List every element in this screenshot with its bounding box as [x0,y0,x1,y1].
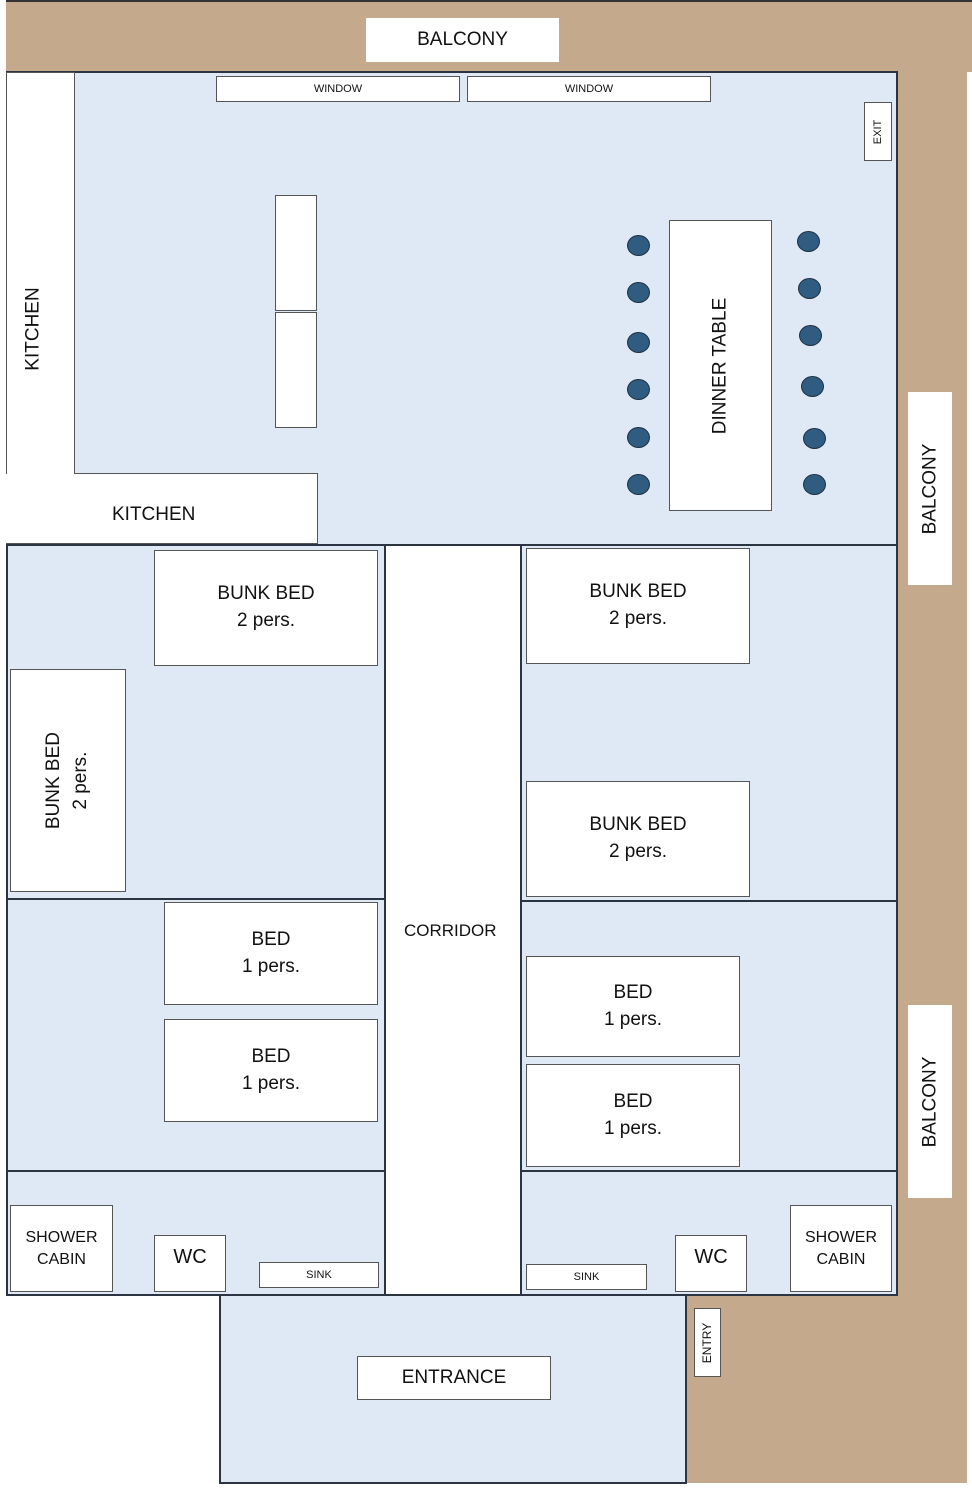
chair [797,231,820,252]
kitchen-label-horizontal: KITCHEN [112,504,196,525]
balcony-label-right-1: BALCONY [908,392,952,585]
kitchen-joint [7,470,74,476]
chair [627,427,650,448]
corridor [384,544,522,1296]
chair [627,235,650,256]
exit-door[interactable]: EXIT [864,102,892,161]
dinner-table: DINNER TABLE [669,220,772,511]
wc-right: WC [675,1235,747,1292]
balcony-label-right-2: BALCONY [908,1005,952,1198]
chair [803,474,826,495]
kitchen-island-2 [275,312,317,428]
chair [627,379,650,400]
sink-left: SINK [259,1262,379,1288]
corridor-label: CORRIDOR [404,921,497,940]
chair [801,376,824,397]
entrance-label: ENTRANCE [357,1356,551,1400]
window-2: WINDOW [467,76,711,102]
kitchen-island-1 [275,195,317,311]
sink-right: SINK [526,1264,647,1290]
chair [799,325,822,346]
chair [627,282,650,303]
chair [627,332,650,353]
balcony-area-bottom [686,1295,967,1483]
chair [627,474,650,495]
chair [798,278,821,299]
entry-door[interactable]: ENTRY [694,1308,721,1377]
balcony-label-top: BALCONY [366,18,559,62]
window-1: WINDOW [216,76,460,102]
kitchen-label-vertical: KITCHEN [22,287,44,371]
chair [803,428,826,449]
kitchen-counter-horizontal [6,473,318,544]
wc-left: WC [154,1235,226,1292]
